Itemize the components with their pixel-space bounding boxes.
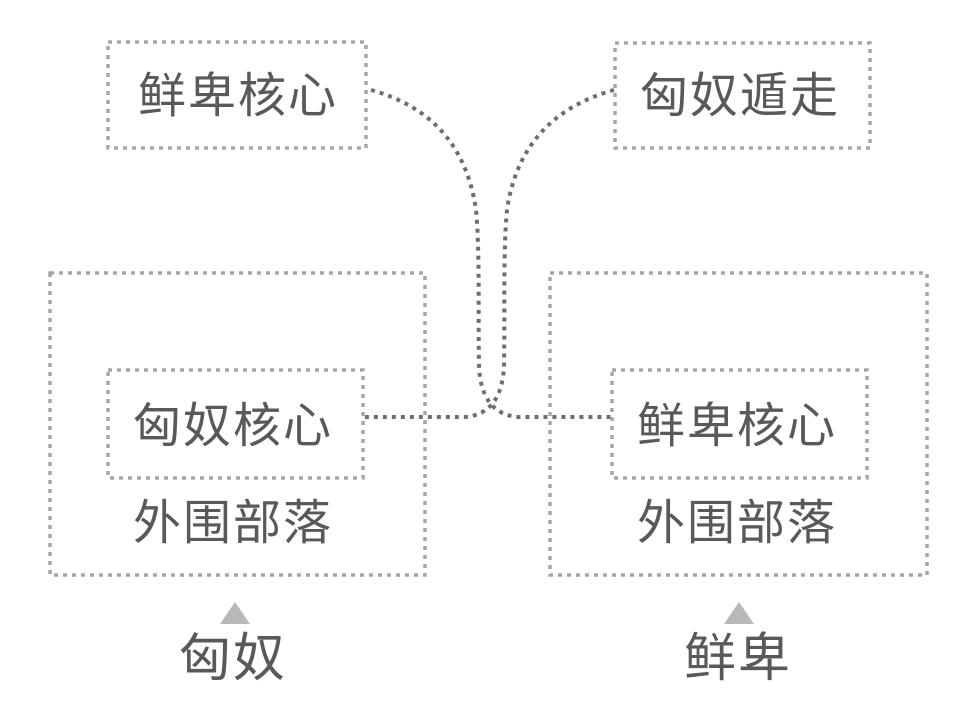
xianbei-group-outer-box: [548, 271, 929, 577]
triangle-up-icon-right: [724, 602, 754, 624]
xianbei-core-top-label: 鲜卑核心: [138, 68, 338, 124]
connector-xianbei-migration-curve: [370, 88, 612, 419]
xianbei-caption: 鲜卑: [684, 629, 792, 689]
triangle-up-icon-left: [220, 602, 250, 624]
xiongnu-core-inner-box: [106, 368, 365, 480]
xiongnu-flee-label: 匈奴遁走: [640, 68, 840, 124]
xiongnu-core-label: 匈奴核心: [133, 398, 333, 454]
xiongnu-periphery-label: 外围部落: [133, 495, 333, 551]
xianbei-core-top-box: [106, 40, 368, 150]
xianbei-periphery-label: 外围部落: [637, 495, 837, 551]
xiongnu-caption: 匈奴: [179, 629, 287, 689]
xianbei-core-label: 鲜卑核心: [637, 398, 837, 454]
xiongnu-group-outer-box: [48, 271, 427, 577]
connector-xiongnu-flee-curve: [363, 88, 615, 419]
xiongnu-flee-box: [613, 41, 872, 150]
xianbei-core-inner-box: [610, 368, 869, 480]
